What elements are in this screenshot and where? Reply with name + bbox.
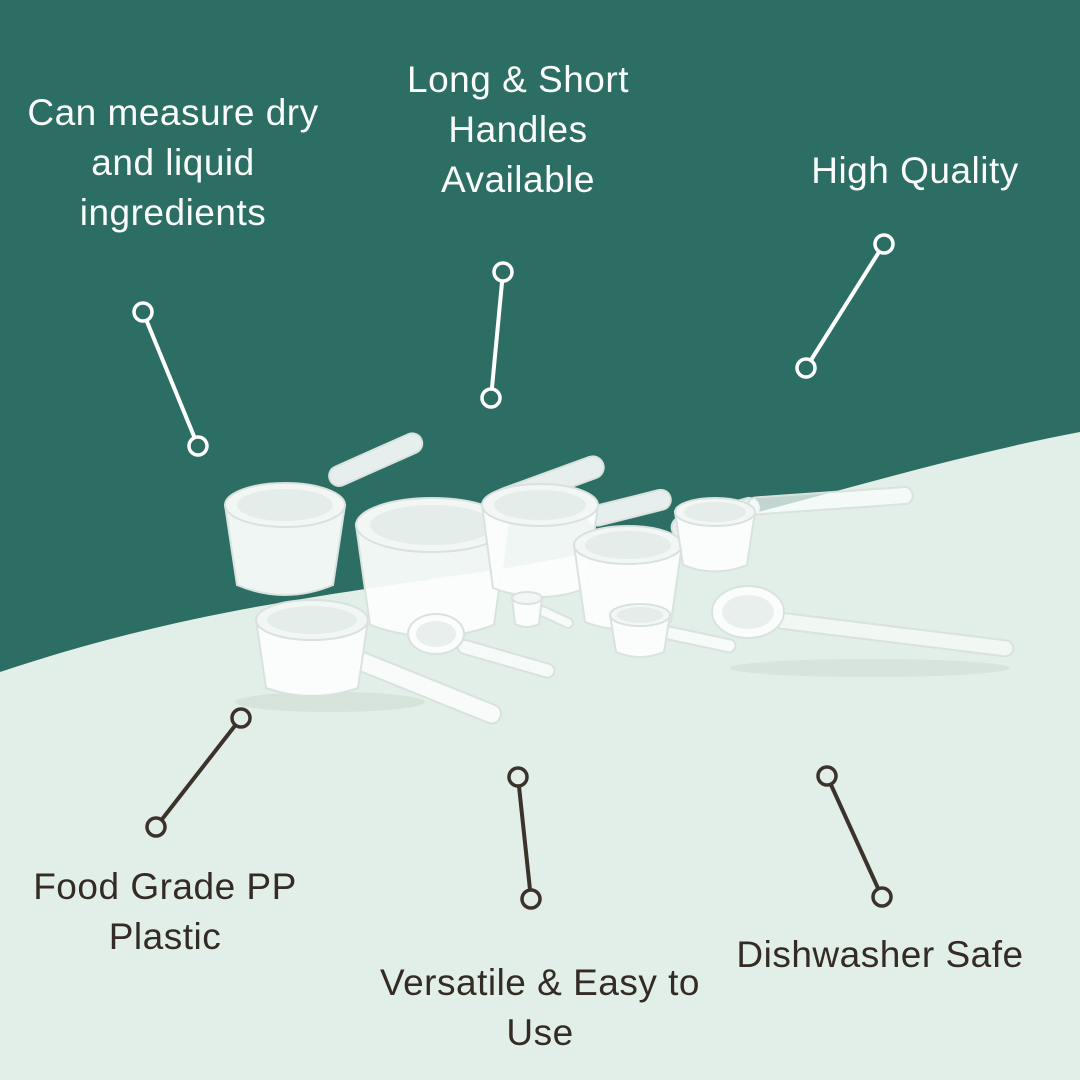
connector-dot	[520, 888, 542, 910]
connector-dot	[187, 435, 209, 457]
tiny-scoop-h	[510, 591, 574, 629]
callout-line: Use	[506, 1012, 574, 1053]
callout-line: Food Grade PP	[33, 866, 297, 907]
connector-dot	[871, 886, 893, 908]
connector-line-quality	[804, 242, 886, 370]
connector-line-food-grade	[154, 716, 243, 829]
callout-dishwasher-safe: Dishwasher Safe	[690, 930, 1070, 980]
scoop-cup-a	[223, 432, 424, 596]
spoon-g	[407, 613, 556, 679]
connector-dot	[480, 387, 502, 409]
scoop-i	[608, 603, 737, 658]
connector-dot	[795, 357, 817, 379]
callout-line: Versatile & Easy to	[379, 962, 701, 1003]
connector-line-measure	[141, 311, 200, 447]
callout-line: Dishwasher Safe	[736, 934, 1024, 975]
callout-long-short-handles: Long & Short Handles Available	[368, 55, 668, 205]
spoon-long-handle-j	[711, 585, 1015, 658]
scoop-long-handle-e	[673, 486, 914, 573]
callout-line: Can measure dry	[27, 92, 319, 133]
scoop-cup-b	[354, 455, 605, 638]
connector-line-versatile	[516, 776, 533, 900]
connector-dot	[230, 707, 252, 729]
connector-dot	[492, 261, 514, 283]
connector-dot	[145, 816, 167, 838]
callout-line: Handles	[448, 109, 588, 150]
callout-line: Available	[441, 159, 595, 200]
callout-versatile-easy: Versatile & Easy to Use	[340, 958, 740, 1058]
connector-dot	[507, 766, 529, 788]
callout-measure-ingredients: Can measure dry and liquid ingredients	[8, 88, 338, 238]
mint-wave-shape	[0, 432, 1080, 1080]
callout-food-grade-plastic: Food Grade PP Plastic	[5, 862, 325, 962]
connector-dot	[873, 233, 895, 255]
callout-high-quality: High Quality	[760, 146, 1070, 196]
callout-line: ingredients	[79, 192, 267, 233]
callout-line: Plastic	[108, 916, 222, 957]
callout-line: Long & Short	[407, 59, 629, 100]
connector-dot	[132, 301, 154, 323]
connector-dot	[816, 765, 838, 787]
scoop-cup-c	[480, 483, 672, 598]
callout-line: and liquid	[91, 142, 255, 183]
callout-line: High Quality	[811, 150, 1019, 191]
scoop-shadow	[235, 692, 425, 712]
connector-line-handles	[489, 271, 505, 399]
connector-line-dishwasher	[825, 775, 884, 898]
scoop-shadow	[730, 659, 1010, 677]
scoop-long-handle-f	[254, 599, 503, 725]
